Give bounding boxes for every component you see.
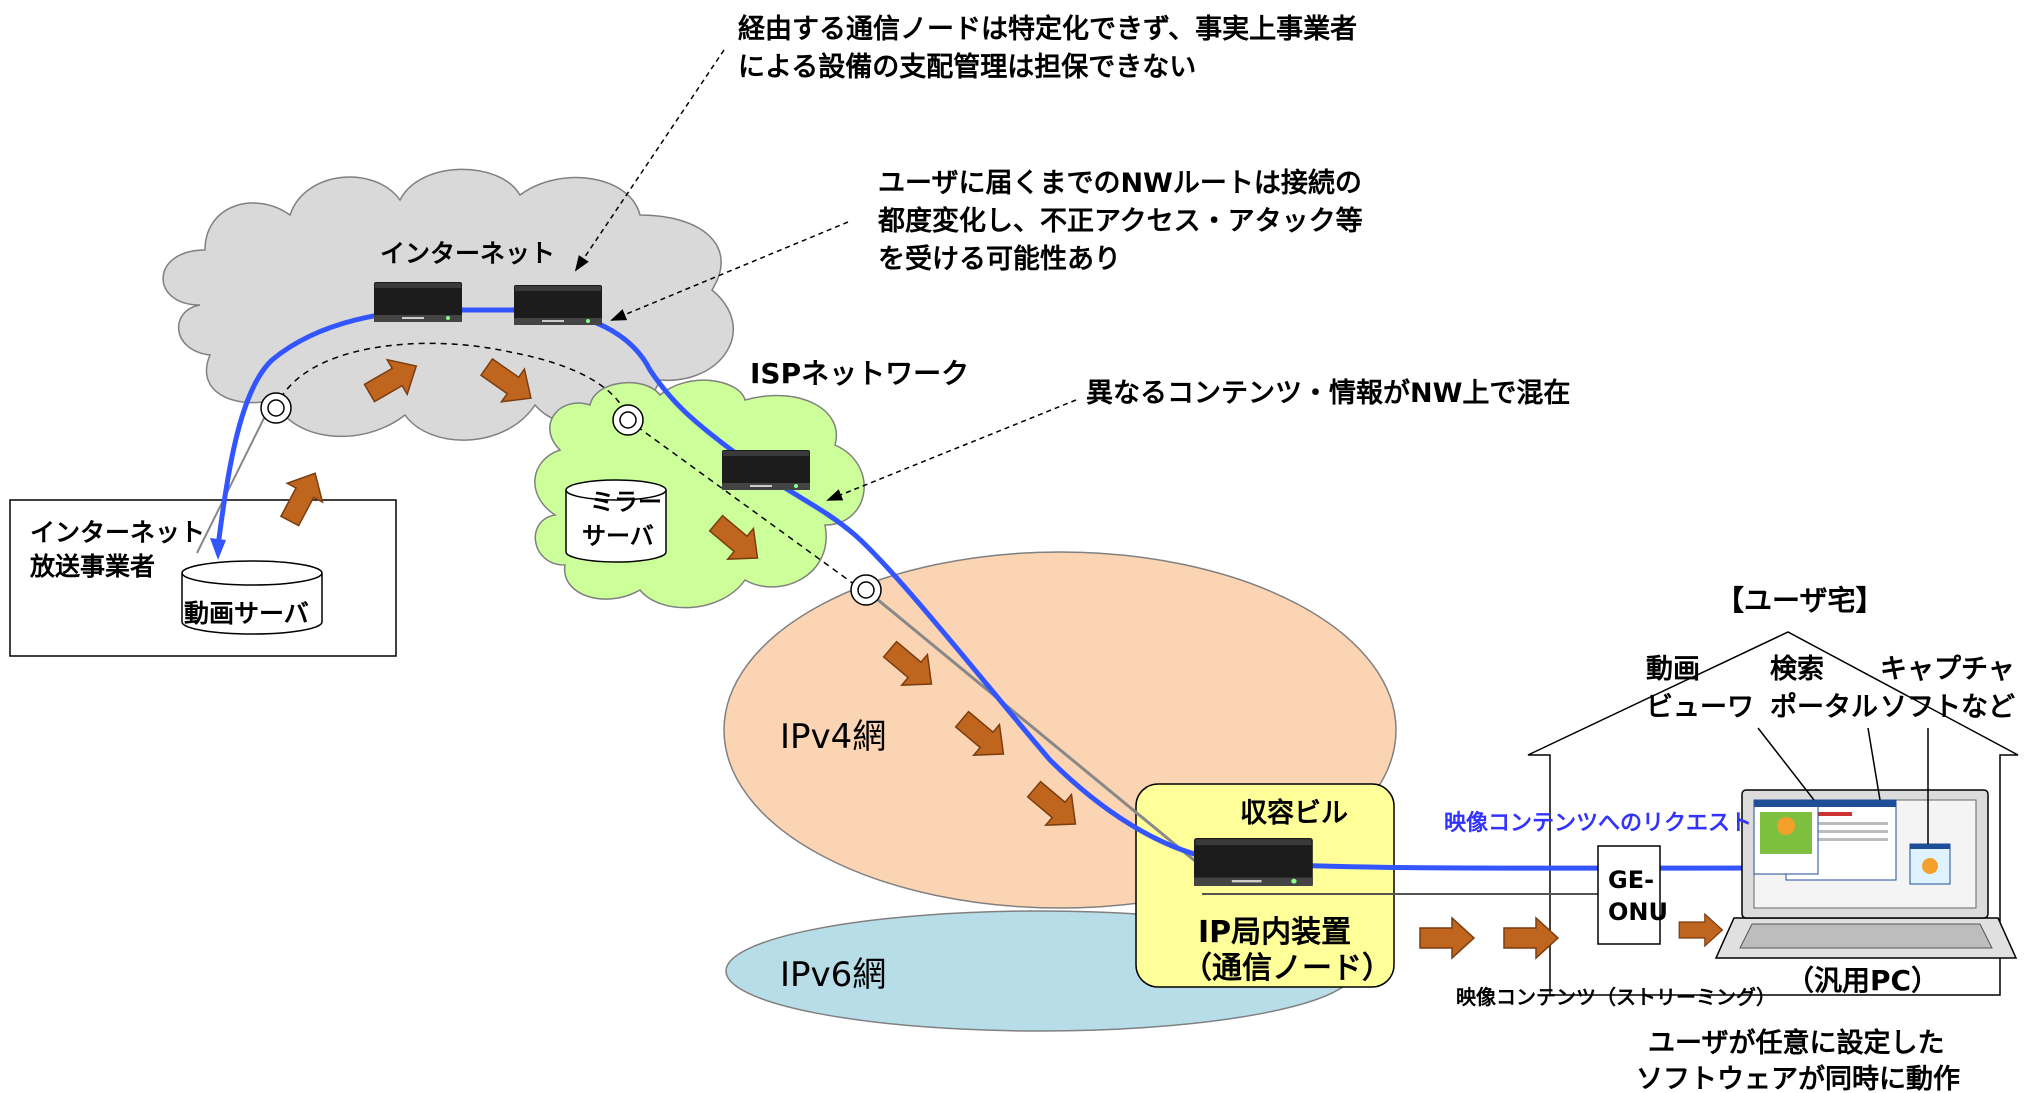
junction-node (850, 574, 882, 606)
junction-node (260, 392, 292, 424)
home-caption-line2: ソフトウェアが同時に動作 (1636, 1063, 1960, 1093)
app-portal-line2: ポータル (1770, 692, 1878, 723)
junction-node (612, 404, 644, 436)
note-nodes-line2: による設備の支配管理は担保できない (738, 51, 1196, 83)
note-nodes-line1: 経由する通信ノードは特定化できず、事実上事業者 (738, 13, 1357, 45)
mirror-server (565, 479, 667, 563)
internet-cloud-label: インターネット (380, 239, 555, 268)
note-route-line1: ユーザに届くまでのNWルートは接続の (878, 168, 1362, 199)
broadcaster-label-line2: 放送事業者 (29, 552, 155, 581)
note-route-line3: を受ける可能性あり (878, 243, 1121, 275)
app-capture-line1: キャプチャ (1880, 654, 2015, 685)
router-isp (722, 450, 810, 490)
app-viewer-line1: 動画 (1646, 654, 1700, 685)
note-mixed: 異なるコンテンツ・情報がNW上で混在 (1086, 377, 1570, 409)
video-server-label: 動画サーバ (184, 599, 309, 628)
app-portal-line1: 検索 (1770, 654, 1824, 685)
ipv4-label: IPv4網 (780, 717, 886, 757)
onu-box (1597, 845, 1661, 945)
building-title: 収容ビル (1240, 797, 1348, 829)
ipv6-label: IPv6網 (780, 955, 886, 995)
onu-label-line1: GE- (1608, 866, 1654, 894)
onu-label-line2: ONU (1608, 898, 1668, 926)
note-route-line2: 都度変化し、不正アクセス・アタック等 (877, 205, 1363, 237)
pc-label: （汎用PC） (1786, 964, 1939, 997)
home-caption-line1: ユーザが任意に設定した (1648, 1027, 1944, 1059)
ip-device-label-line2: （通信ノード） (1182, 951, 1392, 986)
router-internet-2 (514, 285, 602, 325)
video-server (181, 560, 323, 635)
broadcaster-label-line1: インターネット (30, 518, 205, 547)
app-viewer-line2: ビューワ (1646, 692, 1754, 723)
router-internet-1 (374, 282, 462, 322)
router-ip-device (1194, 838, 1313, 886)
laptop-pc (1714, 789, 2018, 959)
app-capture-line2: ソフトなど (1880, 692, 2015, 723)
home-title: 【ユーザ宅】 (1716, 584, 1883, 617)
request-label: 映像コンテンツへのリクエスト (1444, 810, 1752, 836)
ip-device-label-line1: IP局内装置 (1198, 915, 1351, 950)
flow-arrow (1419, 917, 1475, 959)
streaming-label: 映像コンテンツ（ストリーミング） (1456, 985, 1776, 1009)
mirror-server-label-line2: サーバ (582, 522, 654, 550)
isp-cloud-label: ISPネットワーク (750, 357, 969, 390)
mirror-server-label-line1: ミラー (590, 488, 662, 516)
